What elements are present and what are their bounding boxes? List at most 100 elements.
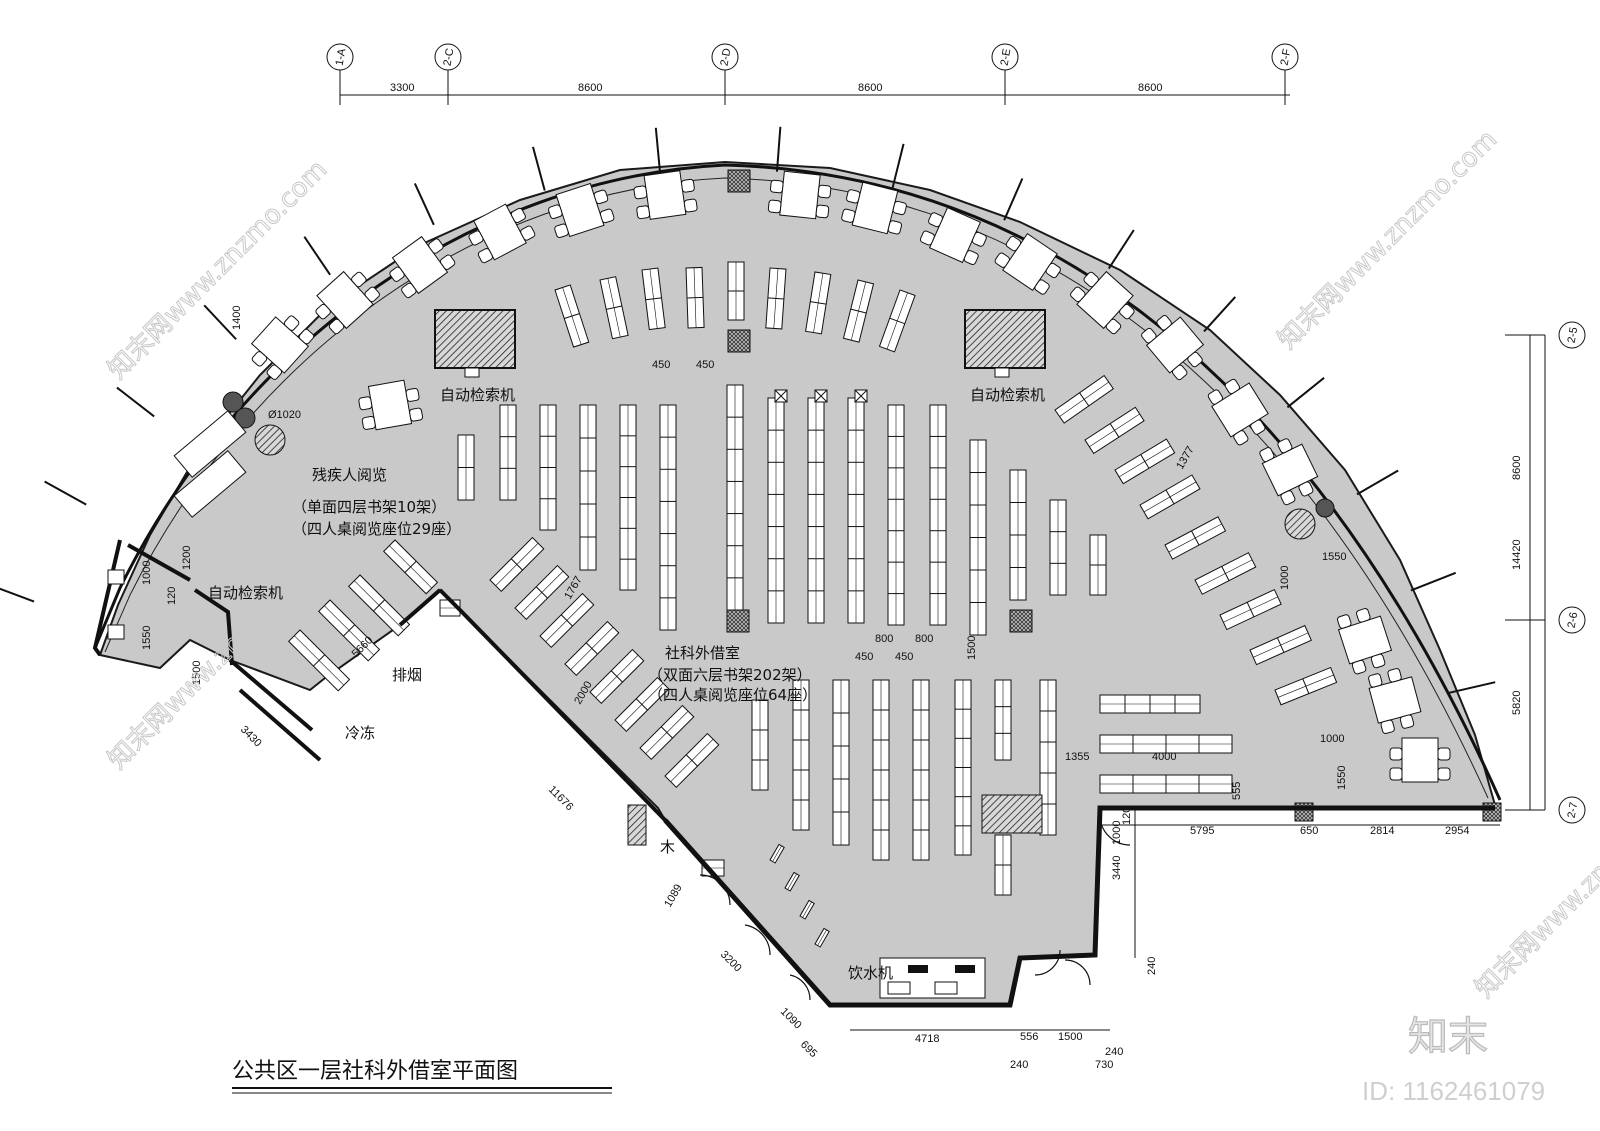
bookshelf [1139,474,1201,520]
dimension-d730: 730 [1095,1059,1113,1071]
mullion [1447,681,1496,695]
column [627,804,647,846]
chair [1187,351,1203,368]
entrance-doors [699,814,1131,1001]
reading-table [358,379,424,431]
watermark-logo: 知末 [1408,1014,1488,1060]
watermark-text: 知末网www.znzmo.com [1273,125,1504,356]
chair [1119,303,1135,320]
chair [315,303,331,320]
grid-bubble-2f: 2-F [1271,43,1299,71]
column [727,169,751,193]
chair [328,318,345,335]
reading-table [315,270,380,335]
bookshelf [1274,666,1338,706]
bookshelf [969,439,987,636]
dimension-d450d: 450 [895,651,913,663]
shelf-spine [773,268,779,329]
chair [520,225,536,241]
svg-text:2-E: 2-E [999,48,1014,67]
chair [1437,767,1451,781]
shelf-spine [389,545,432,589]
table-top [928,206,982,264]
reading-table [1336,608,1393,675]
bookshelf [614,676,670,733]
bookshelf [807,397,825,624]
bookshelf [1084,406,1145,455]
shelf-spine [886,292,908,350]
bookshelf [347,574,411,637]
dimension-d1090: 1090 [778,1006,804,1032]
dimension-d450c: 450 [855,651,873,663]
bookshelf [639,704,695,761]
dimension-d1500b: 1500 [1058,1031,1082,1043]
grid-bubble-27: 2-7 [1558,796,1586,824]
chair [636,205,651,220]
bookshelf [619,404,637,591]
bookshelf [814,927,830,948]
chair [1083,271,1099,288]
mullion [0,587,35,603]
dimension-d120e: 120 [1121,807,1133,825]
mullion [531,146,546,191]
bookshelf [765,267,787,330]
bookshelf [847,397,865,624]
bookshelves [287,261,1338,948]
chair [887,220,903,235]
column [1009,609,1033,633]
dimension-d555: 555 [1231,782,1243,800]
chair [841,208,856,223]
mullion [891,143,905,188]
main-room-note-2: （四人桌阅览座位64座） [648,686,817,704]
main-room-note-1: （双面六层书架202架） [648,666,812,684]
service-room-walls [92,539,667,822]
shelf-spine [850,281,867,341]
bookshelf [994,834,1012,896]
chair [919,230,935,246]
dimension-d3200: 3200 [718,949,744,975]
bookshelf [1099,734,1233,754]
chair [846,189,861,204]
shelf-spine [1143,481,1197,513]
right-dim-1: 8600 [1511,456,1523,480]
service-counter [173,450,247,518]
bookshelf [1099,694,1201,714]
chair [251,351,268,367]
bookshelf [727,261,745,321]
dimension-d1020: Ø1020 [268,409,301,421]
table-top [1211,382,1269,438]
bookshelf [1009,469,1027,601]
bookshelf [539,592,595,649]
grid-bubble-25: 2-5 [1558,321,1586,349]
drawing-title: 公共区一层社科外借室平面图 [232,1059,518,1084]
chair [1280,490,1296,506]
chair [1437,747,1451,761]
mullion [116,386,155,418]
chair [351,271,367,288]
shelf-spine [649,268,658,329]
planter [254,424,286,456]
column [727,329,751,353]
table-top [1076,270,1134,330]
shelf-spine [520,571,564,614]
dimension-d1550b: 1550 [1336,766,1348,790]
bookshelf [664,732,720,789]
shelf-spine [645,711,689,754]
toilet [107,569,125,585]
kiosk-right-label: 自动检索机 [970,386,1045,404]
table-top [316,270,374,330]
dimension-d240b: 240 [1010,1059,1028,1071]
right-dimension-line [1505,334,1546,811]
kiosk-left-label: 自动检索机 [440,386,515,404]
dimension-d2954: 2954 [1445,825,1469,837]
mullion [1356,469,1399,496]
bookshelf [872,679,890,861]
bookshelf [751,699,769,791]
shelf-spine [545,599,589,642]
reading-table [548,182,615,239]
bookshelf [1054,374,1115,424]
bookshelf [1099,774,1233,794]
bookshelf [499,404,517,501]
dimension-d5795: 5795 [1190,825,1214,837]
